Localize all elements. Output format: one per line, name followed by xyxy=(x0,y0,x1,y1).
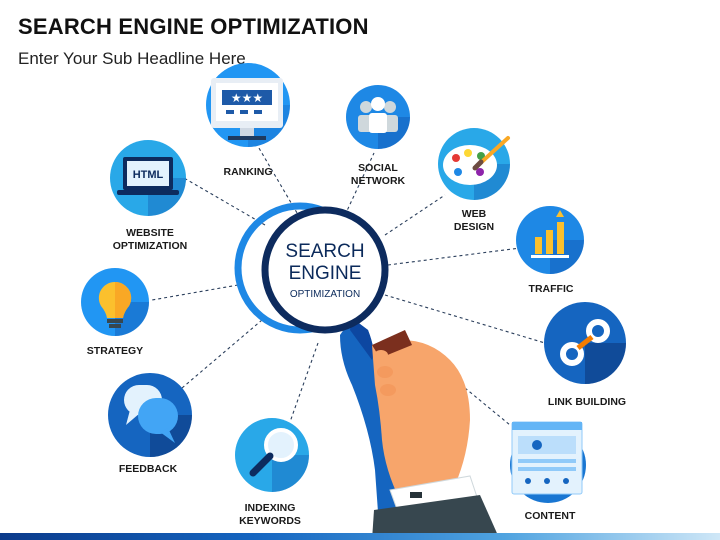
html-laptop-icon: HTML xyxy=(117,157,179,195)
label-ranking: RANKING xyxy=(223,166,273,178)
node-content xyxy=(510,421,586,503)
svg-text:★★★: ★★★ xyxy=(231,91,263,105)
magnifier-icon xyxy=(249,428,298,477)
node-web-design xyxy=(438,128,510,200)
connector-web-design xyxy=(384,194,446,236)
chat-bubbles-icon xyxy=(124,385,178,443)
label-web-design: WEB DESIGN xyxy=(453,208,495,233)
node-indexing-keywords xyxy=(235,418,309,492)
node-strategy xyxy=(81,268,149,336)
svg-text:HTML: HTML xyxy=(133,169,164,181)
label-strategy: STRATEGY xyxy=(86,345,144,357)
chain-link-icon xyxy=(560,319,610,366)
node-ranking: ★★★ xyxy=(206,63,290,147)
node-social-network xyxy=(346,85,410,149)
node-link-building xyxy=(544,302,626,384)
bar-chart-icon xyxy=(531,210,569,258)
people-group-icon xyxy=(358,97,398,133)
label-indexing-keywords: INDEXING KEYWORDS xyxy=(239,502,301,527)
hand-with-magnifier xyxy=(234,202,500,540)
connector-link-building xyxy=(384,294,546,344)
connector-strategy xyxy=(151,284,239,301)
node-feedback xyxy=(108,373,192,457)
label-website-optimization: WEBSITE OPTIMIZATION xyxy=(112,227,188,252)
connector-traffic xyxy=(387,247,521,266)
node-traffic xyxy=(516,206,584,274)
label-feedback: FEEDBACK xyxy=(118,463,178,475)
lightbulb-icon xyxy=(98,281,132,328)
label-social-network: SOCIAL NETWORK xyxy=(350,162,406,187)
ranking-monitor-icon: ★★★ xyxy=(211,78,283,140)
connectors xyxy=(151,142,546,426)
bottom-accent-bar xyxy=(0,533,720,540)
connector-website-optimization xyxy=(183,177,266,226)
center-line-2: ENGINE xyxy=(288,263,362,284)
page-subtitle: Enter Your Sub Headline Here xyxy=(18,49,246,68)
webpage-content-icon xyxy=(511,421,583,495)
connector-indexing-keywords xyxy=(289,342,319,423)
label-traffic: TRAFFIC xyxy=(528,283,574,295)
connector-content xyxy=(464,387,511,426)
label-link-building: LINK BUILDING xyxy=(547,396,627,408)
node-website-optimization: HTML xyxy=(110,140,186,216)
center-label: SEARCH ENGINE OPTIMIZATION xyxy=(265,241,385,302)
center-line-3: OPTIMIZATION xyxy=(289,289,361,300)
center-line-1: SEARCH xyxy=(285,241,365,262)
connector-feedback xyxy=(181,319,263,389)
paint-palette-icon xyxy=(443,136,510,185)
label-content: CONTENT xyxy=(524,510,576,522)
page-title: SEARCH ENGINE OPTIMIZATION xyxy=(18,14,369,39)
